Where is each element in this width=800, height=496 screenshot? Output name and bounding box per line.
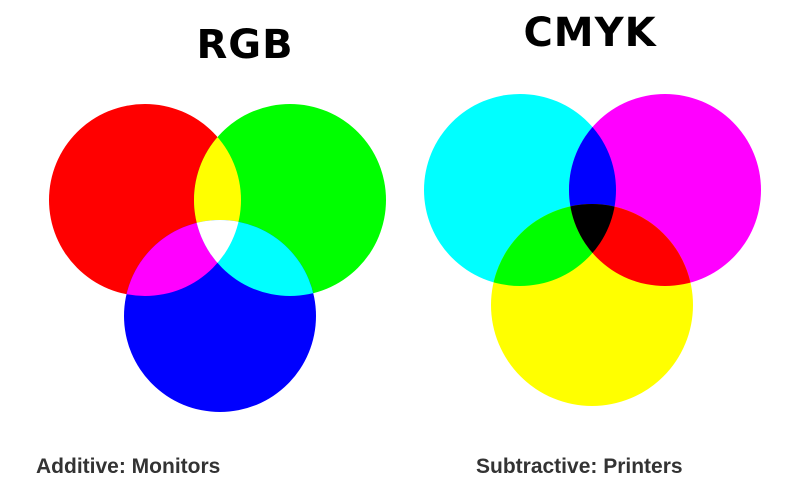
cmyk-diagram [424,94,761,406]
cyan-overlap [194,220,316,296]
magenta-overlap [124,220,241,296]
rgb-title: RGB [196,22,294,68]
cmyk-caption: Subtractive: Printers [476,455,683,478]
cmyk-title: CMYK [523,10,657,56]
rgb-diagram [49,104,386,412]
red-overlap [569,204,693,286]
rgb-caption: Additive: Monitors [36,455,221,478]
green-overlap [491,204,616,286]
